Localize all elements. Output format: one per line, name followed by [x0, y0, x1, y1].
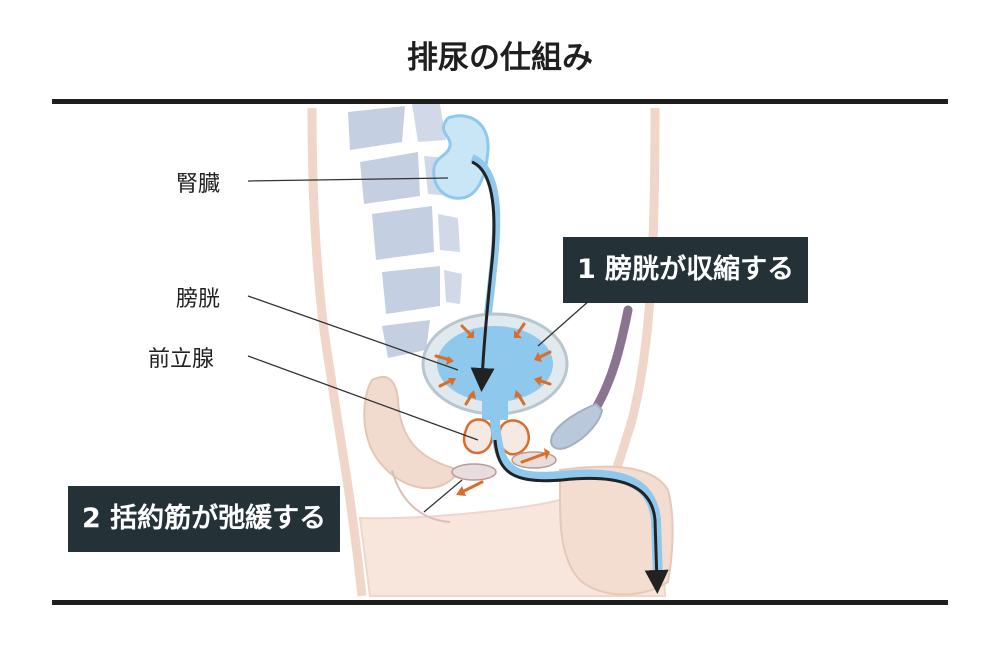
leader-lines — [247, 177, 591, 513]
callout-bladder-contracts: 1 膀胱が収縮する — [563, 237, 809, 303]
spine — [348, 104, 462, 358]
callout-sphincter-relaxes: 2 括約筋が弛緩する — [68, 486, 341, 552]
leader-step1 — [537, 299, 591, 347]
label-prostate: 前立腺 — [148, 347, 215, 372]
leader-kidney — [247, 177, 449, 182]
tailbone-outline — [391, 469, 451, 523]
contraction-arrows — [434, 322, 552, 406]
label-bladder: 膀胱 — [176, 287, 221, 312]
relax-arrows — [456, 448, 550, 496]
urethra — [490, 415, 663, 585]
sphincter-muscle — [451, 451, 557, 481]
top-rule — [52, 99, 948, 104]
flow-arrow-upper — [470, 160, 496, 392]
seminal-gland — [550, 402, 604, 450]
bottom-rule — [52, 600, 948, 605]
page-title: 排尿の仕組み — [407, 40, 593, 76]
urethra-upper — [482, 398, 508, 420]
prostate — [462, 418, 531, 456]
leader-step2 — [423, 479, 463, 513]
leader-prostate — [247, 355, 479, 441]
vas-deferens — [591, 305, 633, 413]
label-kidney: 腎臓 — [176, 172, 221, 197]
leader-bladder — [247, 295, 459, 371]
flow-arrow-lower — [493, 439, 669, 594]
bladder-urine — [437, 326, 553, 402]
